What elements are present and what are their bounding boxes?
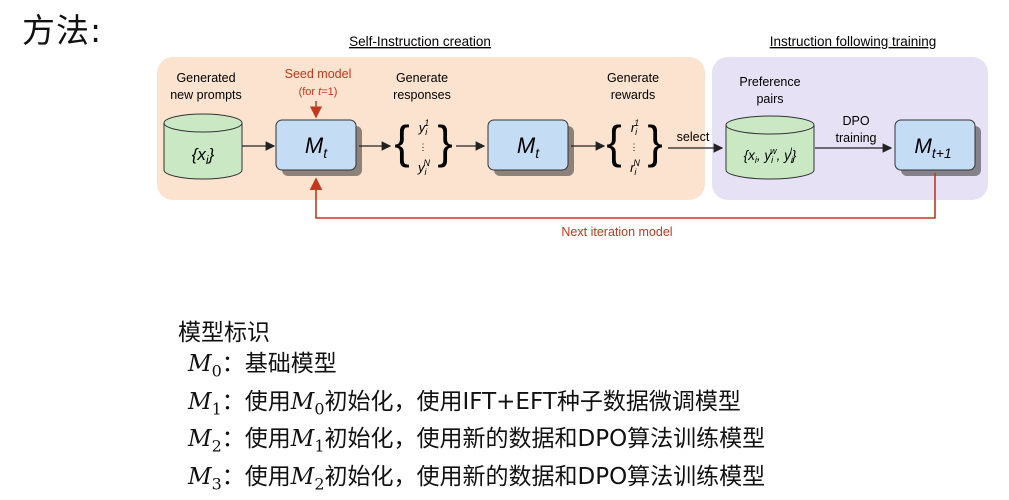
model-mt-plus-1-box: Mt+1: [894, 119, 981, 176]
legend-heading: 模型标识: [178, 320, 270, 346]
svg-text:}: }: [437, 116, 452, 168]
svg-text:{: {: [606, 116, 621, 168]
legend-text: ：使用: [221, 463, 291, 490]
svg-text:{xi, yiw, yil}: {xi, yiw, yil}: [744, 146, 797, 165]
next-iteration-arrow: [309, 173, 936, 219]
model-symbol: M2: [188, 426, 222, 456]
model-legend: 模型标识 M0：基础模型 M1：使用M0初始化，使用IFT+EFT种子数据微调模…: [178, 318, 765, 499]
legend-item-m0: M0：基础模型: [178, 349, 765, 387]
responses-set: { } yi1 ⋮ yiN: [394, 116, 452, 177]
seed-model-note: (for t=1): [299, 86, 338, 98]
legend-text: 初始化，使用新的数据和DPO算法训练模型: [324, 463, 766, 490]
seed-model-label: Seed model: [285, 67, 352, 81]
next-iteration-label: Next iteration model: [561, 225, 672, 239]
legend-text: 初始化，使用IFT+EFT种子数据微调模型: [324, 388, 741, 415]
svg-text:Mt: Mt: [517, 133, 540, 161]
legend-text: ：使用: [221, 426, 291, 453]
rewards-set: { } ri1 ⋮ riN: [606, 116, 662, 177]
model-symbol: M1: [290, 426, 325, 456]
page-title: 方法:: [22, 11, 103, 50]
model-symbol: M0: [188, 351, 222, 381]
prompts-database: {xi}: [163, 113, 243, 180]
select-label: select: [677, 130, 710, 144]
svg-text:riN: riN: [630, 158, 640, 177]
legend-text: ：基础模型: [221, 351, 337, 377]
section-left-title: Self-Instruction creation: [349, 34, 491, 49]
svg-text:⋮: ⋮: [630, 142, 639, 152]
model-mt-box: Mt: [275, 119, 362, 176]
self-rewarding-diagram: Self-Instruction creation Instruction fo…: [157, 34, 988, 239]
svg-text:}: }: [647, 116, 662, 168]
section-right-title: Instruction following training: [770, 34, 937, 49]
legend-item-m1: M1：使用M0初始化，使用IFT+EFT种子数据微调模型: [178, 387, 765, 425]
legend-text: 初始化，使用新的数据和DPO算法训练模型: [324, 426, 766, 453]
svg-text:{xi}: {xi}: [192, 145, 215, 167]
svg-text:ri1: ri1: [631, 118, 639, 137]
preference-pairs-database: {xi, yiw, yil}: [725, 115, 815, 180]
svg-text:yi1: yi1: [418, 118, 430, 137]
model-symbol: M3: [188, 463, 222, 494]
svg-text:{: {: [394, 116, 409, 168]
model-mt-judge-box: Mt: [487, 119, 574, 176]
legend-item-m3: M3：使用M2初始化，使用新的数据和DPO算法训练模型: [178, 462, 765, 500]
model-symbol: M0: [290, 388, 325, 419]
svg-text:⋮: ⋮: [419, 142, 428, 152]
model-symbol: M1: [188, 388, 222, 419]
legend-item-m2: M2：使用M1初始化，使用新的数据和DPO算法训练模型: [178, 424, 765, 462]
legend-text: ：使用: [221, 388, 291, 415]
model-symbol: M2: [290, 463, 325, 494]
svg-text:Mt: Mt: [305, 133, 328, 161]
